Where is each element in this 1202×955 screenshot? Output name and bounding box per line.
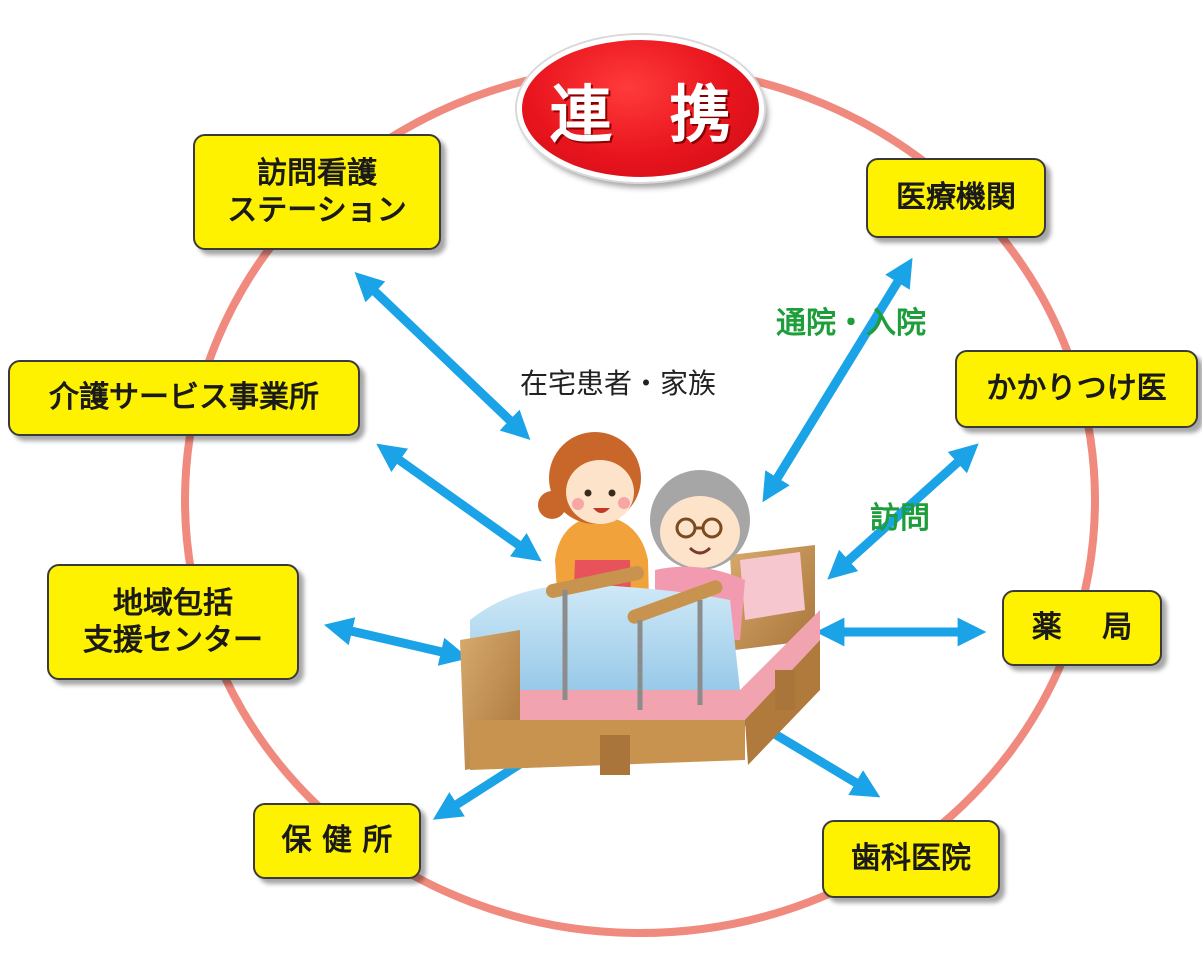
node-community-support-line2: 支援センター (83, 623, 263, 658)
node-pharmacy-label: 薬 局 (1031, 610, 1133, 646)
node-dental-clinic: 歯科医院 (822, 820, 1000, 898)
arrow-medical-institution (762, 257, 913, 503)
node-community-support: 地域包括 支援センター (47, 564, 299, 680)
node-dental-clinic-label: 歯科医院 (851, 841, 971, 877)
arrow-visiting-nursing (354, 272, 531, 440)
node-family-doctor: かかりつけ医 (955, 350, 1198, 428)
node-medical-institution: 医療機関 (866, 158, 1046, 238)
arrow-family-doctor (827, 443, 979, 580)
node-visiting-nursing: 訪問看護 ステーション (193, 134, 441, 250)
arrow-community-support (323, 617, 470, 666)
node-family-doctor-label: かかりつけ医 (986, 371, 1167, 407)
edge-label-hospital-visit: 通院・入院 (776, 306, 926, 341)
title-text: 連 携 (549, 77, 750, 151)
node-visiting-nursing-line2: ステーション (227, 193, 407, 228)
caregiver-with-elderly-patient-in-bed-illustration (460, 432, 820, 775)
node-care-services: 介護サービス事業所 (8, 360, 360, 436)
center-caption: 在宅患者・家族 (520, 367, 717, 400)
node-medical-institution-label: 医療機関 (896, 180, 1016, 216)
node-pharmacy: 薬 局 (1002, 590, 1162, 666)
arrow-care-services (376, 443, 542, 562)
node-health-center: 保 健 所 (253, 803, 421, 879)
title-badge: 連 携 (517, 35, 764, 182)
edge-label-home-visit: 訪問 (870, 501, 930, 536)
node-community-support-line1: 地域包括 (113, 585, 233, 621)
node-visiting-nursing-line1: 訪問看護 (257, 155, 377, 191)
node-care-services-label: 介護サービス事業所 (49, 380, 319, 416)
node-health-center-label: 保 健 所 (281, 823, 393, 859)
